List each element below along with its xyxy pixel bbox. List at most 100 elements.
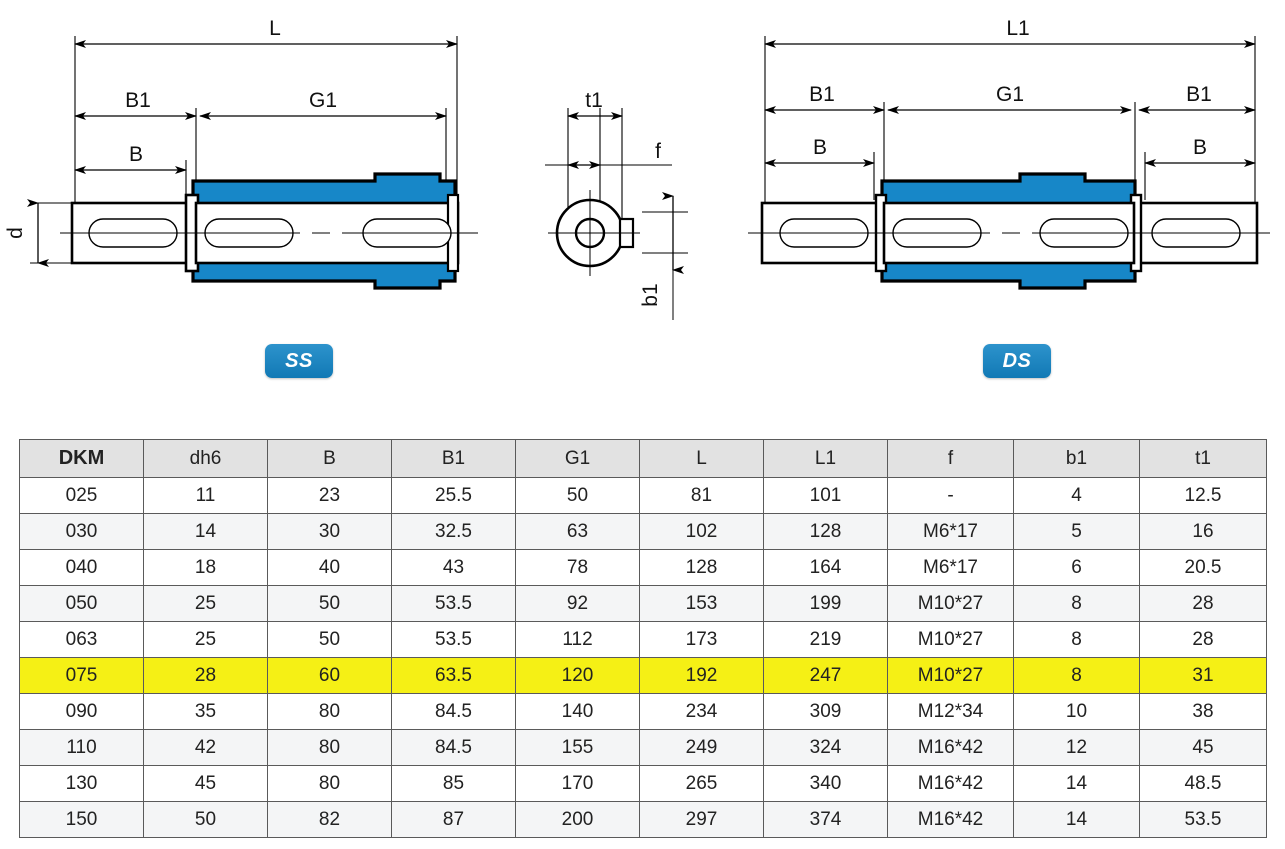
table-cell: 25 — [143, 585, 268, 622]
table-cell: 40 — [267, 549, 392, 586]
table-cell: 48.5 — [1139, 765, 1267, 802]
table-cell: 53.5 — [391, 621, 516, 658]
table-cell: 32.5 — [391, 513, 516, 550]
table-cell: 6 — [1013, 549, 1140, 586]
table-cell: 247 — [763, 657, 888, 694]
table-cell: 84.5 — [391, 729, 516, 766]
table-cell: 340 — [763, 765, 888, 802]
table-cell: 110 — [19, 729, 144, 766]
table-cell: 199 — [763, 585, 888, 622]
section-dim-t1: t1 — [567, 89, 623, 120]
ss-extension-lines — [74, 36, 458, 205]
table-cell: 200 — [515, 801, 640, 838]
table-header-cell: t1 — [1139, 439, 1267, 478]
table-header-cell: L1 — [763, 439, 888, 478]
table-cell: M10*27 — [887, 657, 1014, 694]
table-cell: 265 — [639, 765, 764, 802]
table-cell: 16 — [1139, 513, 1267, 550]
table-cell: 50 — [267, 585, 392, 622]
section-center-lines — [548, 190, 640, 276]
table-header-cell: b1 — [1013, 439, 1140, 478]
table-header-row: DKM dh6 B B1 G1 L L1 f b1 t1 — [19, 439, 1267, 478]
table-cell: 192 — [639, 657, 764, 694]
table-cell: 63.5 — [391, 657, 516, 694]
table-header-cell: f — [887, 439, 1014, 478]
ss-dim-L: L — [74, 17, 458, 48]
table-header-cell: B1 — [391, 439, 516, 478]
ss-dim-G1: G1 — [199, 89, 447, 120]
table-cell: 14 — [1013, 801, 1140, 838]
table-cell: 050 — [19, 585, 144, 622]
table-cell: 92 — [515, 585, 640, 622]
ss-dim-B1: B1 — [74, 89, 197, 120]
table-header-cell: G1 — [515, 439, 640, 478]
table-cell: 12 — [1013, 729, 1140, 766]
table-cell: 25.5 — [391, 477, 516, 514]
table-cell: 28 — [143, 657, 268, 694]
table-header-cell: L — [639, 439, 764, 478]
table-cell: 130 — [19, 765, 144, 802]
ds-dim-L1: L1 — [764, 17, 1256, 48]
table-cell: 20.5 — [1139, 549, 1267, 586]
table-cell: 170 — [515, 765, 640, 802]
ds-dim-label-B1-left: B1 — [809, 83, 835, 106]
table-cell: 14 — [1013, 765, 1140, 802]
table-header-cell: DKM — [19, 439, 144, 478]
table-cell: 309 — [763, 693, 888, 730]
table-cell: 78 — [515, 549, 640, 586]
table-cell: 45 — [1139, 729, 1267, 766]
table-cell: 153 — [639, 585, 764, 622]
section-dim-label-f: f — [655, 140, 661, 163]
variant-badge-ds: DS — [983, 344, 1051, 378]
table-cell: 18 — [143, 549, 268, 586]
table-cell: 25 — [143, 621, 268, 658]
ds-dim-label-B1-right: B1 — [1186, 83, 1212, 106]
table-cell: M16*42 — [887, 801, 1014, 838]
ds-dim-label-G1: G1 — [996, 83, 1024, 106]
table-cell: 31 — [1139, 657, 1267, 694]
table-cell: 4 — [1013, 477, 1140, 514]
table-cell: 234 — [639, 693, 764, 730]
ds-dim-B-left: B — [764, 136, 875, 167]
table-header-cell: B — [267, 439, 392, 478]
section-dim-label-b1: b1 — [639, 283, 662, 306]
table-cell: 80 — [267, 729, 392, 766]
table-cell: 23 — [267, 477, 392, 514]
ds-dim-label-B-left: B — [813, 136, 827, 159]
ss-drawing-group: L B1 G1 B d — [4, 17, 478, 290]
section-drawing-group: t1 f b1 — [545, 89, 688, 320]
table-cell: 50 — [143, 801, 268, 838]
table-cell: 28 — [1139, 621, 1267, 658]
ss-dim-label-G1: G1 — [309, 89, 337, 112]
table-cell: 84.5 — [391, 693, 516, 730]
table-cell: M10*27 — [887, 585, 1014, 622]
ds-dim-B1-left: B1 — [764, 83, 885, 114]
table-cell: 81 — [639, 477, 764, 514]
ss-dim-label-d: d — [4, 227, 27, 239]
ss-dim-label-B: B — [129, 143, 143, 166]
table-cell: - — [887, 477, 1014, 514]
table-cell: 11 — [143, 477, 268, 514]
table-cell: 102 — [639, 513, 764, 550]
table-cell: 075 — [19, 657, 144, 694]
table-cell: 63 — [515, 513, 640, 550]
section-dim-label-t1: t1 — [585, 89, 603, 112]
table-cell: 040 — [19, 549, 144, 586]
table-cell: 50 — [267, 621, 392, 658]
table-cell: 5 — [1013, 513, 1140, 550]
table-cell: 45 — [143, 765, 268, 802]
ds-dim-B1-right: B1 — [1138, 83, 1256, 114]
ds-dim-G1: G1 — [887, 83, 1132, 114]
table-cell: 10 — [1013, 693, 1140, 730]
table-cell: 82 — [267, 801, 392, 838]
table-cell: 53.5 — [1139, 801, 1267, 838]
